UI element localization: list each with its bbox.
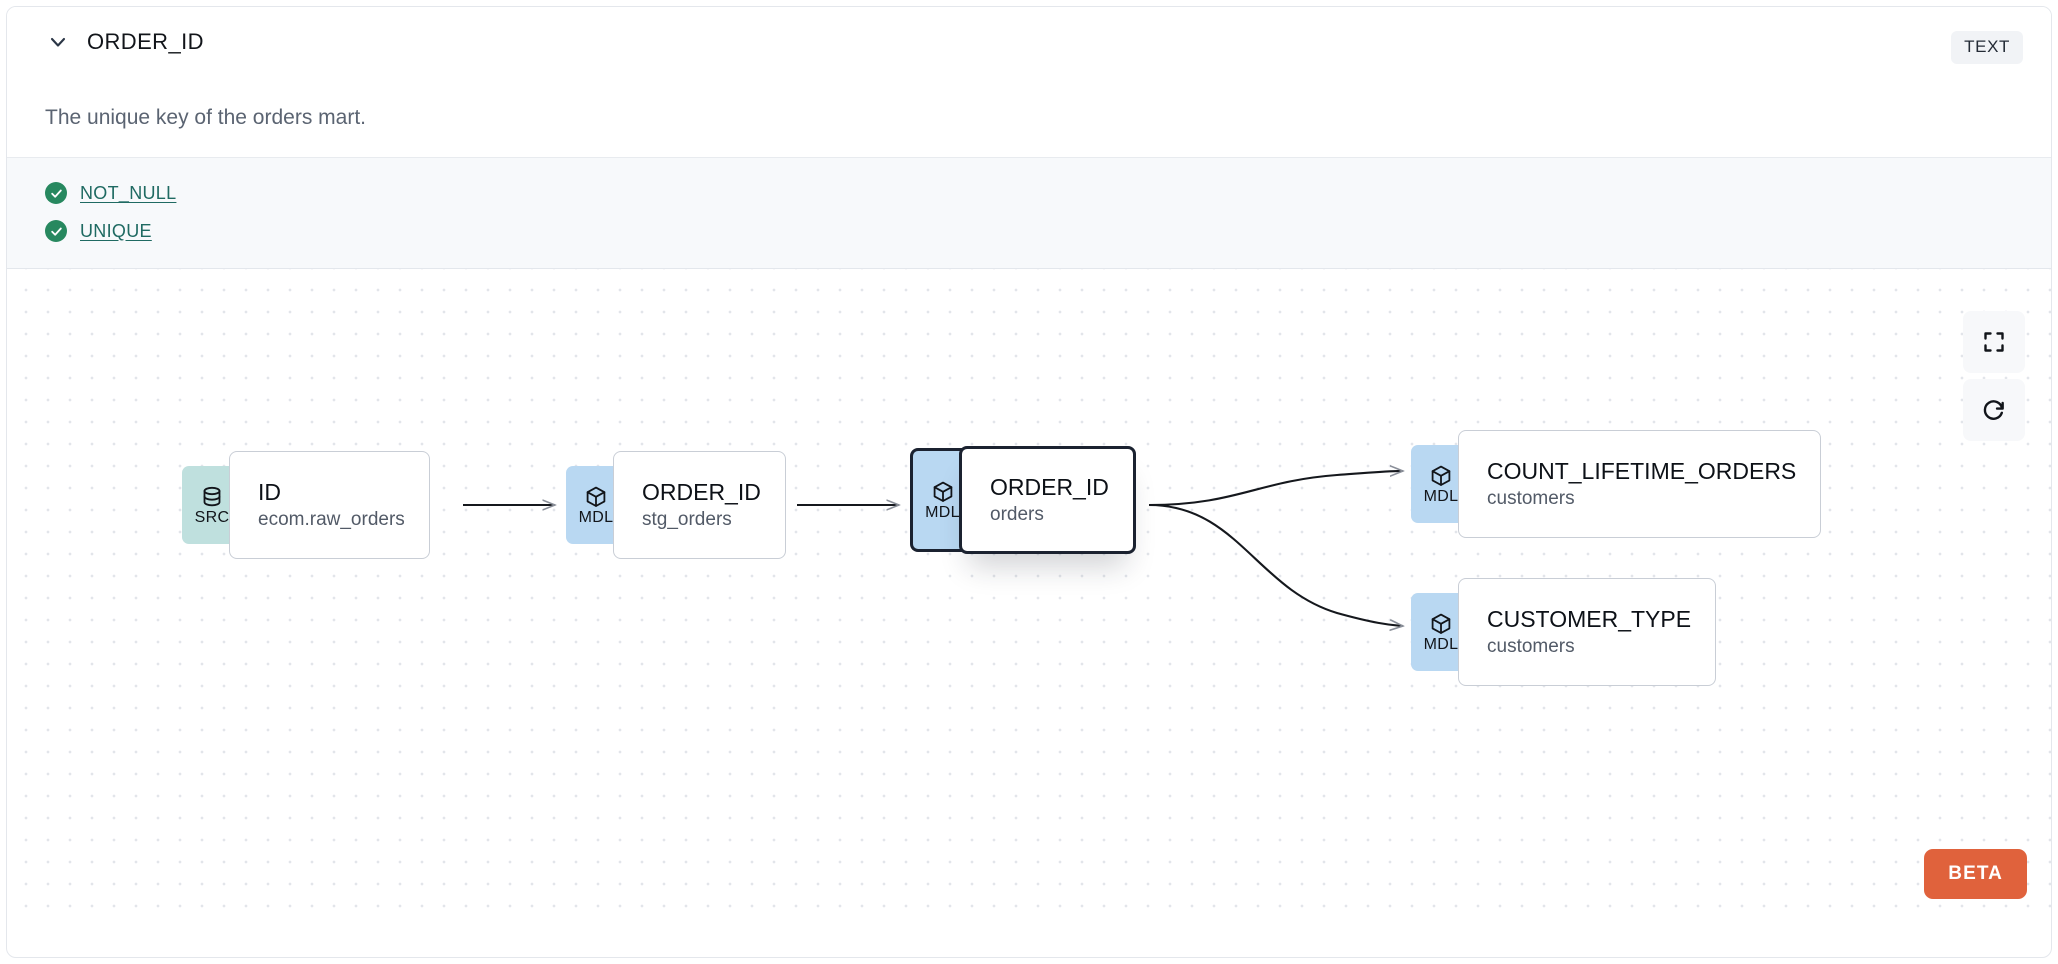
test-row: NOT_NULL — [7, 174, 2051, 212]
lineage-edges — [463, 269, 2051, 921]
node-resource-name: customers — [1487, 636, 1575, 658]
node-column-name: CUSTOMER_TYPE — [1487, 605, 1692, 632]
page-title: ORDER_ID — [87, 29, 204, 54]
model-badge-label: MDL — [925, 503, 960, 521]
fullscreen-icon — [1982, 330, 2006, 354]
lineage-node-count-lifetime-orders[interactable]: MDL COUNT_LIFETIME_ORDERS customers — [1411, 430, 1822, 538]
model-badge-label: MDL — [578, 508, 614, 526]
node-resource-name: ecom.raw_orders — [258, 509, 405, 531]
column-description: The unique key of the orders mart. — [45, 106, 366, 129]
node-body: COUNT_LIFETIME_ORDERS customers — [1458, 430, 1822, 538]
model-badge-label: MDL — [1423, 635, 1459, 653]
cube-icon — [1429, 612, 1453, 636]
lineage-node-customer-type[interactable]: MDL CUSTOMER_TYPE customers — [1411, 578, 1717, 686]
tests-section: NOT_NULL UNIQUE — [7, 157, 2051, 269]
column-detail-panel: ORDER_ID TEXT The unique key of the orde… — [6, 6, 2052, 958]
edge-ord-count — [1148, 471, 1403, 507]
node-column-name: ID — [258, 478, 281, 505]
node-column-name: COUNT_LIFETIME_ORDERS — [1487, 457, 1797, 484]
node-column-name: ORDER_ID — [642, 478, 761, 505]
lineage-node-stg-orders[interactable]: MDL ORDER_ID stg_orders — [566, 451, 786, 559]
lineage-canvas[interactable]: SRC ID ecom.raw_orders MDL ORDE — [7, 269, 2051, 921]
node-body: ORDER_ID orders — [959, 446, 1136, 554]
lineage-node-id[interactable]: SRC ID ecom.raw_orders — [182, 451, 430, 559]
node-column-name: ORDER_ID — [990, 473, 1109, 500]
node-resource-name: customers — [1487, 488, 1575, 510]
cube-icon — [931, 480, 955, 504]
fullscreen-button[interactable] — [1963, 311, 2025, 373]
check-circle-icon — [45, 220, 67, 242]
lineage-node-orders-selected[interactable]: MDL ORDER_ID orders — [910, 446, 1136, 554]
node-body: CUSTOMER_TYPE customers — [1458, 578, 1717, 686]
test-link-not-null[interactable]: NOT_NULL — [80, 182, 177, 203]
model-badge-label: MDL — [1423, 487, 1459, 505]
check-circle-icon — [45, 182, 67, 204]
node-body: ID ecom.raw_orders — [229, 451, 430, 559]
source-badge-label: SRC — [194, 508, 230, 526]
node-body: ORDER_ID stg_orders — [613, 451, 786, 559]
refresh-icon — [1981, 397, 2007, 423]
panel-header: ORDER_ID TEXT — [7, 7, 2051, 89]
edge-ord-customer-type — [1148, 503, 1403, 626]
refresh-button[interactable] — [1963, 379, 2025, 441]
canvas-controls — [1963, 311, 2025, 441]
node-resource-name: stg_orders — [642, 509, 732, 531]
chevron-down-icon[interactable] — [45, 29, 71, 55]
test-link-unique[interactable]: UNIQUE — [80, 220, 152, 241]
data-type-badge: TEXT — [1951, 31, 2023, 64]
test-row: UNIQUE — [7, 212, 2051, 250]
cube-icon — [584, 485, 608, 509]
beta-badge[interactable]: BETA — [1924, 849, 2027, 899]
cube-icon — [1429, 464, 1453, 488]
node-resource-name: orders — [990, 504, 1044, 526]
database-icon — [200, 485, 224, 509]
